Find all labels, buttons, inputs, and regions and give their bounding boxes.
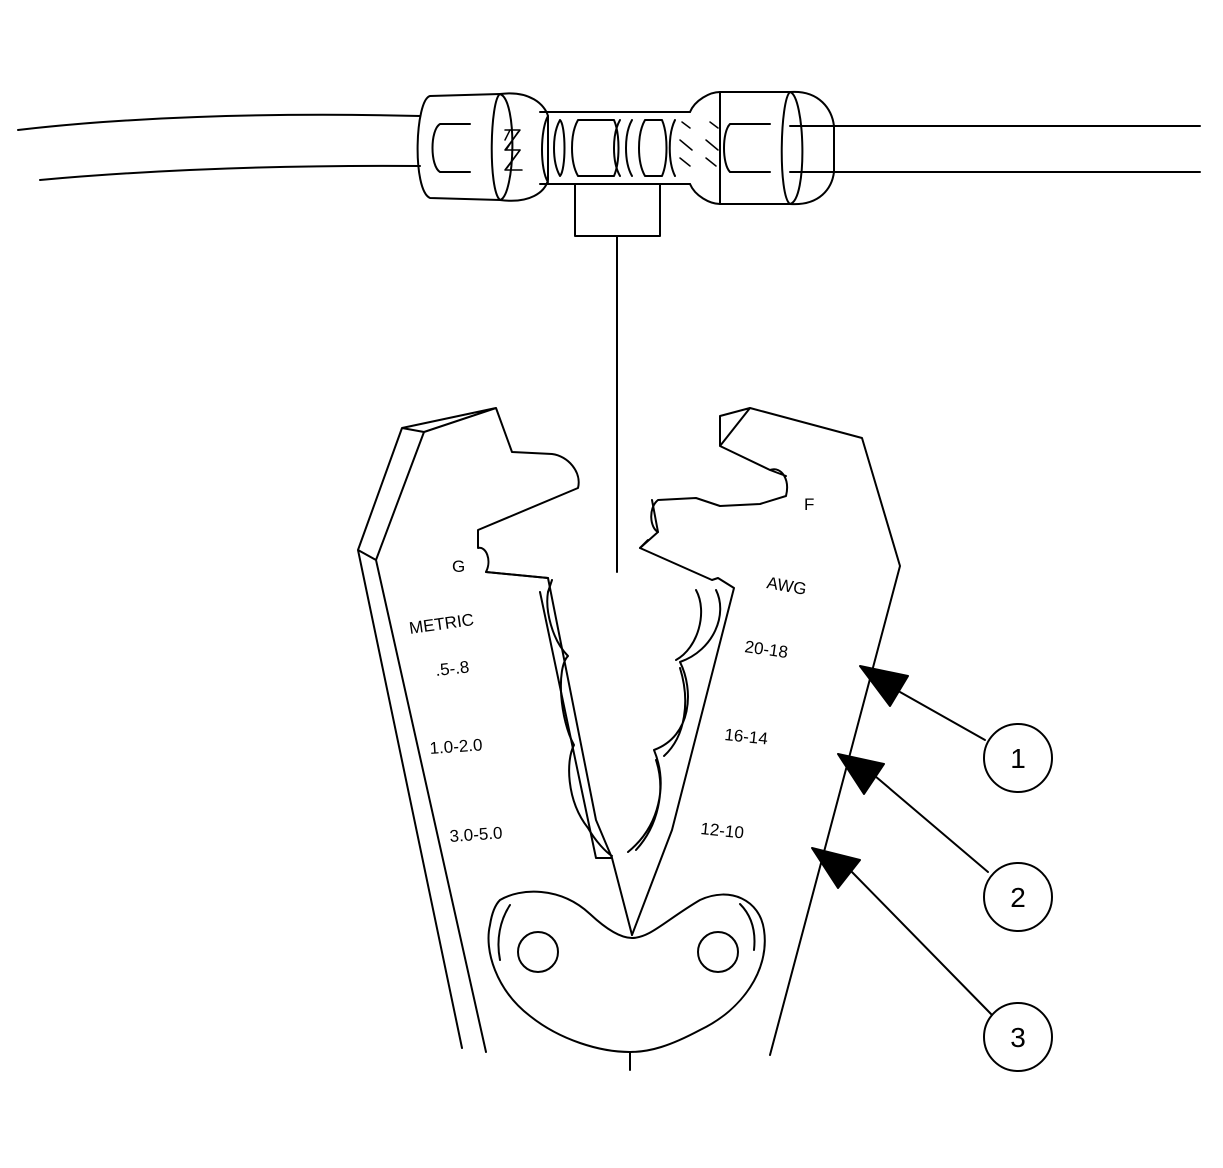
- arrow-head-icon: [811, 847, 861, 889]
- metric-header: METRIC: [408, 610, 475, 638]
- crimp-tool: [357, 407, 901, 1071]
- awg-size-3: 12-10: [700, 819, 745, 842]
- pivot-hole-left: [517, 931, 559, 973]
- awg-header: AWG: [765, 573, 808, 599]
- callout-2-number: 2: [1010, 882, 1026, 913]
- left-collar: [416, 92, 549, 202]
- left-wire: [17, 113, 421, 181]
- right-jaw: [631, 407, 901, 1056]
- callout-1-number: 1: [1010, 743, 1026, 774]
- tool-labels: G F METRIC AWG .5-.8 1.0-2.0 3.0-5.0 20-…: [408, 495, 814, 846]
- cavity-f-label: F: [804, 495, 814, 514]
- callout-1: 1: [859, 665, 1053, 793]
- awg-size-1: 20-18: [743, 637, 789, 662]
- right-collar: [689, 90, 835, 206]
- arrow-head-icon: [837, 753, 885, 795]
- awg-size-2: 16-14: [724, 725, 769, 748]
- callout-2: 2: [837, 753, 1053, 932]
- metric-size-1: .5-.8: [434, 658, 470, 680]
- left-jaw: [357, 407, 633, 1053]
- wire-splice-assembly: [17, 90, 1201, 573]
- right-jaw-cavity: [627, 589, 722, 853]
- pivot-hole-right: [697, 931, 739, 973]
- center-sleeve: [539, 111, 693, 185]
- metric-size-2: 1.0-2.0: [429, 735, 483, 758]
- arrow-head-icon: [859, 665, 909, 707]
- right-wire: [789, 125, 1201, 173]
- callout-3-number: 3: [1010, 1022, 1026, 1053]
- metric-size-3: 3.0-5.0: [449, 823, 503, 846]
- callout-3: 3: [811, 847, 1053, 1072]
- callouts: 1 2 3: [811, 665, 1053, 1072]
- left-jaw-cavity: [546, 591, 613, 857]
- pivot-plate: [487, 890, 766, 1071]
- cavity-g-label: G: [452, 557, 465, 576]
- crimp-tab: [574, 183, 661, 237]
